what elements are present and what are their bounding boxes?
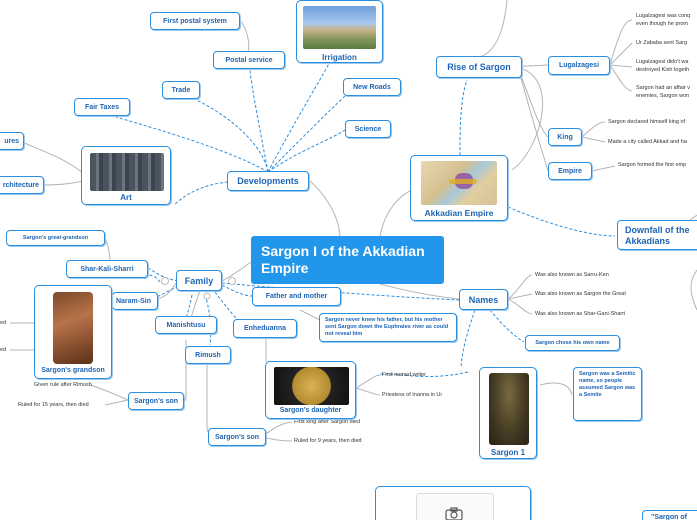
lugalzagesi-leaf-2: Ur Zababa sent Sarg bbox=[636, 40, 688, 46]
naram-sin-node[interactable]: Naram-Sin bbox=[112, 292, 158, 310]
akkadian-empire-node[interactable]: Akkadian Empire bbox=[410, 155, 508, 221]
image-placeholder-node[interactable] bbox=[375, 486, 531, 520]
daughter-label: Sargon's daughter bbox=[279, 407, 342, 414]
camera-icon bbox=[445, 507, 463, 520]
trade-node[interactable]: Trade bbox=[162, 81, 200, 99]
lugalzagesi-leaf-3b: destroyed Kish togeth bbox=[636, 67, 690, 73]
king-leaf-2: Made a city called Akkad and ha bbox=[608, 139, 687, 145]
semitic-name-node[interactable]: Sargon was a Semitic name, so people ass… bbox=[573, 367, 642, 421]
family-node[interactable]: Family bbox=[176, 270, 222, 291]
downfall-node[interactable]: Downfall of the Akkadians bbox=[617, 220, 697, 250]
lugalzagesi-leaf-4b: enemies, Sargon won bbox=[636, 93, 690, 99]
manishtusu-leaf-2: Ruled for 15 years, then died bbox=[18, 402, 89, 408]
lugalzagesi-leaf-4: Sargon had an affair v bbox=[636, 85, 691, 91]
great-grandson-node[interactable]: Sargon's great-grandson bbox=[6, 230, 105, 246]
sargons-son-manishtusu-node[interactable]: Sargon's son bbox=[128, 392, 184, 410]
sargon-1-node[interactable]: Sargon 1 bbox=[479, 367, 537, 459]
rimush-leaf-1: First king after Sargon died bbox=[294, 419, 361, 425]
name-leaf-1: Was also known as Sarru-Ken bbox=[535, 272, 609, 278]
manishtusu-node[interactable]: Manishtusu bbox=[155, 316, 217, 334]
rise-of-sargon-node[interactable]: Rise of Sargon bbox=[436, 56, 522, 78]
king-node[interactable]: King bbox=[548, 128, 582, 146]
art-label: Art bbox=[120, 193, 132, 202]
daughter-node[interactable]: Sargon's daughter bbox=[265, 361, 356, 419]
irrigation-label: Irrigation bbox=[322, 53, 357, 62]
rimush-node[interactable]: Rimush bbox=[185, 346, 231, 364]
new-roads-node[interactable]: New Roads bbox=[343, 78, 401, 96]
name-leaf-2: Was also known as Sargon the Great bbox=[535, 291, 626, 297]
lugalzagesi-leaf-1: Lugalzagesi was conq bbox=[636, 13, 691, 19]
sargon-1-label: Sargon 1 bbox=[490, 448, 526, 457]
name-leaf-3: Was also known as Shar-Gani-Sharri bbox=[535, 311, 626, 317]
names-node[interactable]: Names bbox=[459, 289, 508, 310]
daughter-image bbox=[274, 367, 349, 405]
naram-sin-leaf-1: ed bbox=[0, 320, 7, 326]
manishtusu-leaf-1: Given rule after Rimush bbox=[34, 382, 92, 388]
naram-sin-leaf-2: ed bbox=[0, 347, 7, 353]
lugalzagesi-leaf-3: Lugalzagesi didn't wa bbox=[636, 59, 689, 65]
grandson-node[interactable]: Sargon's grandson bbox=[34, 285, 112, 379]
first-postal-node[interactable]: First postal system bbox=[150, 12, 240, 30]
postal-service-node[interactable]: Postal service bbox=[213, 51, 285, 69]
akkadian-map-image bbox=[421, 161, 497, 205]
enheduanna-node[interactable]: Enheduanna bbox=[233, 319, 297, 338]
father-mother-node[interactable]: Father and mother bbox=[252, 287, 341, 306]
developments-node[interactable]: Developments bbox=[227, 171, 309, 191]
chose-name-node[interactable]: Sargon chose his own name bbox=[525, 335, 620, 351]
sculptures-node[interactable]: ures bbox=[0, 132, 24, 150]
never-knew-father-node[interactable]: Sargon never knew his father, but his mo… bbox=[319, 313, 457, 342]
sargons-son-rimush-node[interactable]: Sargon's son bbox=[208, 428, 266, 446]
lugalzagesi-leaf-1b: even though he prom bbox=[636, 21, 688, 27]
fair-taxes-node[interactable]: Fair Taxes bbox=[74, 98, 130, 116]
shar-kali-sharri-node[interactable]: Shar-Kali-Sharri bbox=[66, 260, 148, 278]
lugalzagesi-node[interactable]: Lugalzagesi bbox=[548, 56, 610, 75]
grandson-label: Sargon's grandson bbox=[41, 367, 105, 374]
irrigation-node[interactable]: Irrigation bbox=[296, 0, 383, 63]
empire-node[interactable]: Empire bbox=[548, 162, 592, 180]
image-placeholder-frame bbox=[416, 493, 494, 520]
central-topic[interactable]: Sargon I of the Akkadian Empire bbox=[251, 236, 444, 284]
king-leaf-1: Sargon declared himself king of bbox=[608, 119, 686, 125]
science-node[interactable]: Science bbox=[345, 120, 391, 138]
daughter-leaf-2: Priestess of Inanna in Ur bbox=[382, 392, 443, 398]
irrigation-image bbox=[303, 6, 376, 49]
empire-leaf-1: Sargon formed the first emp bbox=[618, 162, 687, 168]
sargon-1-image bbox=[489, 373, 529, 445]
sargon-of-node[interactable]: "Sargon of bbox=[642, 510, 697, 520]
akkadian-empire-label: Akkadian Empire bbox=[424, 208, 494, 218]
rimush-leaf-2: Ruled for 9 years, then died bbox=[294, 438, 362, 444]
grandson-image bbox=[53, 292, 93, 364]
daughter-leaf-1: First named writer bbox=[382, 372, 427, 378]
architecture-node[interactable]: rchitecture bbox=[0, 176, 44, 194]
art-image bbox=[90, 153, 164, 191]
art-node[interactable]: Art bbox=[81, 146, 171, 205]
